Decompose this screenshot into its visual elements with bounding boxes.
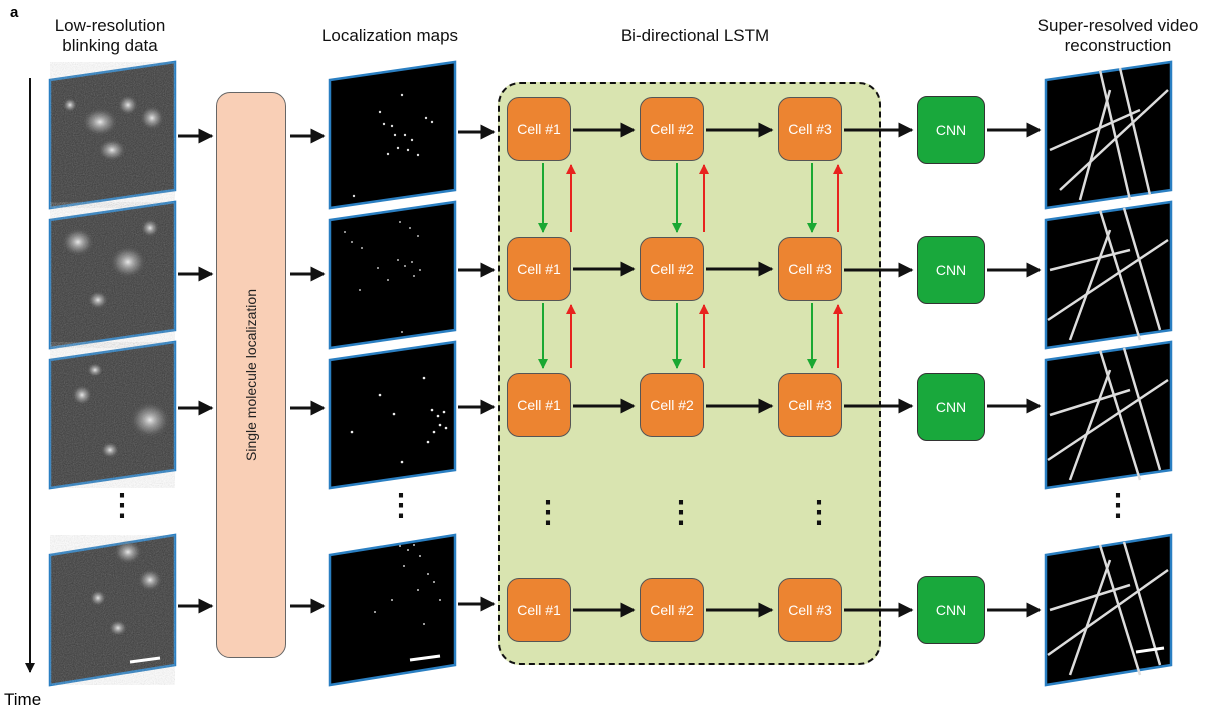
lstm-cell-r1-c3: Cell #3	[778, 97, 842, 161]
super-res-frame-4	[1044, 533, 1173, 687]
bidirectional-arrows	[538, 163, 843, 369]
low-res-frame-4	[48, 533, 177, 687]
scale-bar	[409, 654, 441, 662]
low-res-frame-2	[48, 200, 177, 350]
header-super-resolved: Super-resolved video reconstruction	[1037, 16, 1199, 55]
time-axis-label: Time	[4, 690, 42, 709]
super-res-frame-3	[1044, 340, 1173, 490]
loc-map-1	[328, 60, 457, 210]
header-localization-maps: Localization maps	[321, 26, 459, 45]
super-res-frame-2	[1044, 200, 1173, 350]
header-low-resolution: Low-resolution blinking data	[54, 16, 166, 55]
low-res-frame-1	[48, 60, 177, 210]
single-molecule-localization-box	[216, 92, 286, 658]
lstm-cell-r4-c2: Cell #2	[640, 578, 704, 642]
lstm-cell-r3-c2: Cell #2	[640, 373, 704, 437]
scale-bar	[129, 656, 161, 664]
cnn-box-3: CNN	[917, 373, 985, 441]
lstm-cell-r2-c1: Cell #1	[507, 237, 571, 301]
cnn-box-1: CNN	[917, 96, 985, 164]
lstm-cell-r1-c2: Cell #2	[640, 97, 704, 161]
lstm-cell-r3-c3: Cell #3	[778, 373, 842, 437]
lstm-cell-r2-c2: Cell #2	[640, 237, 704, 301]
header-bi-directional-lstm: Bi-directional LSTM	[620, 26, 770, 45]
panel-letter: a	[10, 4, 19, 21]
lstm-cell-r3-c1: Cell #1	[507, 373, 571, 437]
super-res-frame-1	[1044, 60, 1173, 210]
loc-map-2	[328, 200, 457, 350]
lstm-cell-r4-c1: Cell #1	[507, 578, 571, 642]
lstm-cell-r1-c1: Cell #1	[507, 97, 571, 161]
lstm-cell-r4-c3: Cell #3	[778, 578, 842, 642]
loc-map-3	[328, 340, 457, 490]
scale-bar	[1135, 646, 1165, 654]
lstm-cell-r2-c3: Cell #3	[778, 237, 842, 301]
low-res-frame-3	[48, 340, 177, 490]
loc-map-4	[328, 533, 457, 687]
cnn-box-4: CNN	[917, 576, 985, 644]
horizontal-arrows	[178, 122, 1042, 618]
cnn-box-2: CNN	[917, 236, 985, 304]
